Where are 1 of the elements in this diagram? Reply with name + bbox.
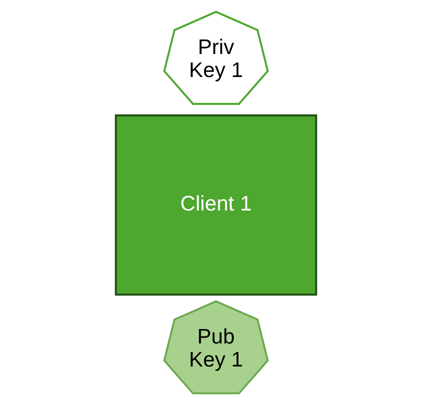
node-box: Client 1 <box>114 114 317 296</box>
